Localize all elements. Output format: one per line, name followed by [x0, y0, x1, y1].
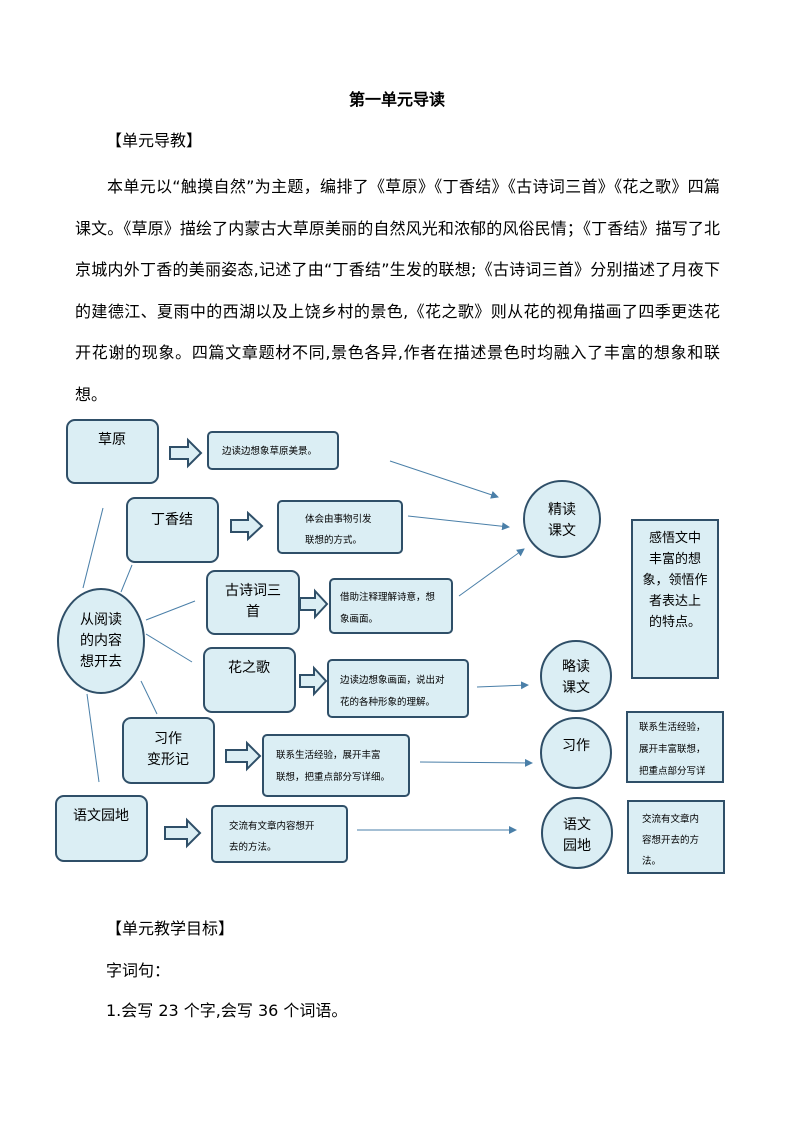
page-title: 第一单元导读 — [348, 90, 445, 109]
center-node: 从阅读 的内容 想开去 — [57, 588, 145, 694]
intro-paragraph: 本单元以“触摸自然”为主题，编排了《草原》《丁香结》《古诗词三首》《花之歌》四篇… — [75, 166, 720, 415]
svg-text:变形记: 变形记 — [147, 752, 189, 768]
svg-text:把重点部分写详: 把重点部分写详 — [639, 765, 706, 777]
subheading-words: 字词句： — [106, 961, 171, 980]
svg-text:丁香结: 丁香结 — [151, 512, 193, 528]
svg-text:边读边想象草原美景。: 边读边想象草原美景。 — [222, 445, 317, 457]
svg-text:首: 首 — [246, 604, 260, 620]
lesson-xizuo-box: 习作 变形记 — [122, 717, 215, 784]
svg-text:法。: 法。 — [642, 855, 661, 867]
svg-text:课文: 课文 — [548, 523, 576, 539]
center-line-2: 的内容 — [80, 632, 122, 649]
svg-text:边读边想象画面，说出对: 边读边想象画面，说出对 — [340, 674, 445, 686]
center-line-1: 从阅读 — [80, 611, 122, 628]
section-heading-goals: 【单元教学目标】 — [106, 919, 235, 938]
svg-text:园地: 园地 — [563, 838, 591, 854]
thin-arrows — [357, 460, 533, 834]
svg-text:古诗词三: 古诗词三 — [225, 583, 281, 599]
svg-text:语文园地: 语文园地 — [73, 808, 129, 824]
svg-text:交流有文章内: 交流有文章内 — [642, 813, 699, 825]
goal-item-1: 1.会写 23 个字,会写 36 个词语。 — [106, 1001, 348, 1020]
svg-text:略读: 略读 — [562, 658, 590, 675]
svg-text:感悟文中: 感悟文中 — [649, 530, 701, 546]
intro-text: 本单元以“触摸自然”为主题，编排了《草原》《丁香结》《古诗词三首》《花之歌》四篇… — [75, 177, 720, 404]
svg-text:习作: 习作 — [154, 731, 182, 747]
lesson-gushici-box: 古诗词三 首 — [206, 570, 300, 635]
svg-text:联想，把重点部分写详细。: 联想，把重点部分写详细。 — [276, 771, 390, 783]
svg-text:象，领悟作: 象，领悟作 — [642, 573, 707, 588]
goal-box-3: 交流有文章内 容想开去的方 法。 — [627, 800, 725, 874]
block-arrows — [164, 437, 329, 849]
svg-text:借助注释理解诗意，想: 借助注释理解诗意，想 — [340, 591, 436, 603]
center-line-3: 想开去 — [80, 654, 122, 670]
lesson-yuwenyuandi-box: 语文园地 — [55, 795, 148, 862]
svg-text:课文: 课文 — [562, 680, 590, 696]
method-box-1: 边读边想象草原美景。 — [207, 431, 339, 470]
method-box-3: 借助注释理解诗意，想 象画面。 — [329, 578, 453, 634]
method-box-6: 交流有文章内容想开 去的方法。 — [211, 805, 348, 863]
svg-text:习作: 习作 — [562, 738, 590, 754]
svg-text:花之歌: 花之歌 — [228, 660, 270, 676]
svg-text:联系生活经验，: 联系生活经验， — [639, 721, 706, 733]
method-box-5: 联系生活经验，展开丰富 联想，把重点部分写详细。 — [262, 734, 410, 797]
lesson-huazhige-box: 花之歌 — [203, 647, 296, 713]
svg-text:交流有文章内容想开: 交流有文章内容想开 — [229, 820, 315, 832]
center-connectors — [82, 507, 196, 783]
svg-text:者表达上: 者表达上 — [649, 594, 701, 609]
goal-box-1: 感悟文中 丰富的想 象，领悟作 者表达上 的特点。 — [631, 519, 719, 679]
svg-text:花的各种形象的理解。: 花的各种形象的理解。 — [340, 696, 435, 708]
circle-xizuo: 习作 — [540, 717, 612, 789]
method-box-2: 体会由事物引发 联想的方式。 — [277, 500, 403, 554]
svg-text:联想的方式。: 联想的方式。 — [305, 534, 362, 546]
circle-jingdu: 精读 课文 — [523, 480, 601, 558]
circle-luedu: 略读 课文 — [540, 640, 612, 712]
svg-text:精读: 精读 — [548, 501, 576, 518]
svg-text:联系生活经验，展开丰富: 联系生活经验，展开丰富 — [276, 749, 381, 761]
svg-text:容想开去的方: 容想开去的方 — [642, 834, 699, 846]
svg-text:草原: 草原 — [98, 432, 126, 448]
svg-text:体会由事物引发: 体会由事物引发 — [305, 513, 372, 525]
svg-text:象画面。: 象画面。 — [340, 613, 378, 625]
lesson-dingxiangjie-box: 丁香结 — [126, 497, 219, 563]
section-heading-guide: 【单元导教】 — [106, 131, 203, 150]
svg-text:去的方法。: 去的方法。 — [229, 841, 277, 853]
svg-text:丰富的想: 丰富的想 — [649, 551, 701, 567]
svg-text:的特点。: 的特点。 — [649, 614, 701, 630]
goal-box-2: 联系生活经验， 展开丰富联想， 把重点部分写详 — [626, 711, 724, 783]
svg-text:语文: 语文 — [563, 817, 591, 833]
method-box-4: 边读边想象画面，说出对 花的各种形象的理解。 — [327, 659, 469, 718]
lesson-caoyuan-box: 草原 — [66, 419, 159, 484]
circle-yuwenyuandi: 语文 园地 — [541, 797, 613, 869]
svg-text:展开丰富联想，: 展开丰富联想， — [639, 743, 706, 755]
